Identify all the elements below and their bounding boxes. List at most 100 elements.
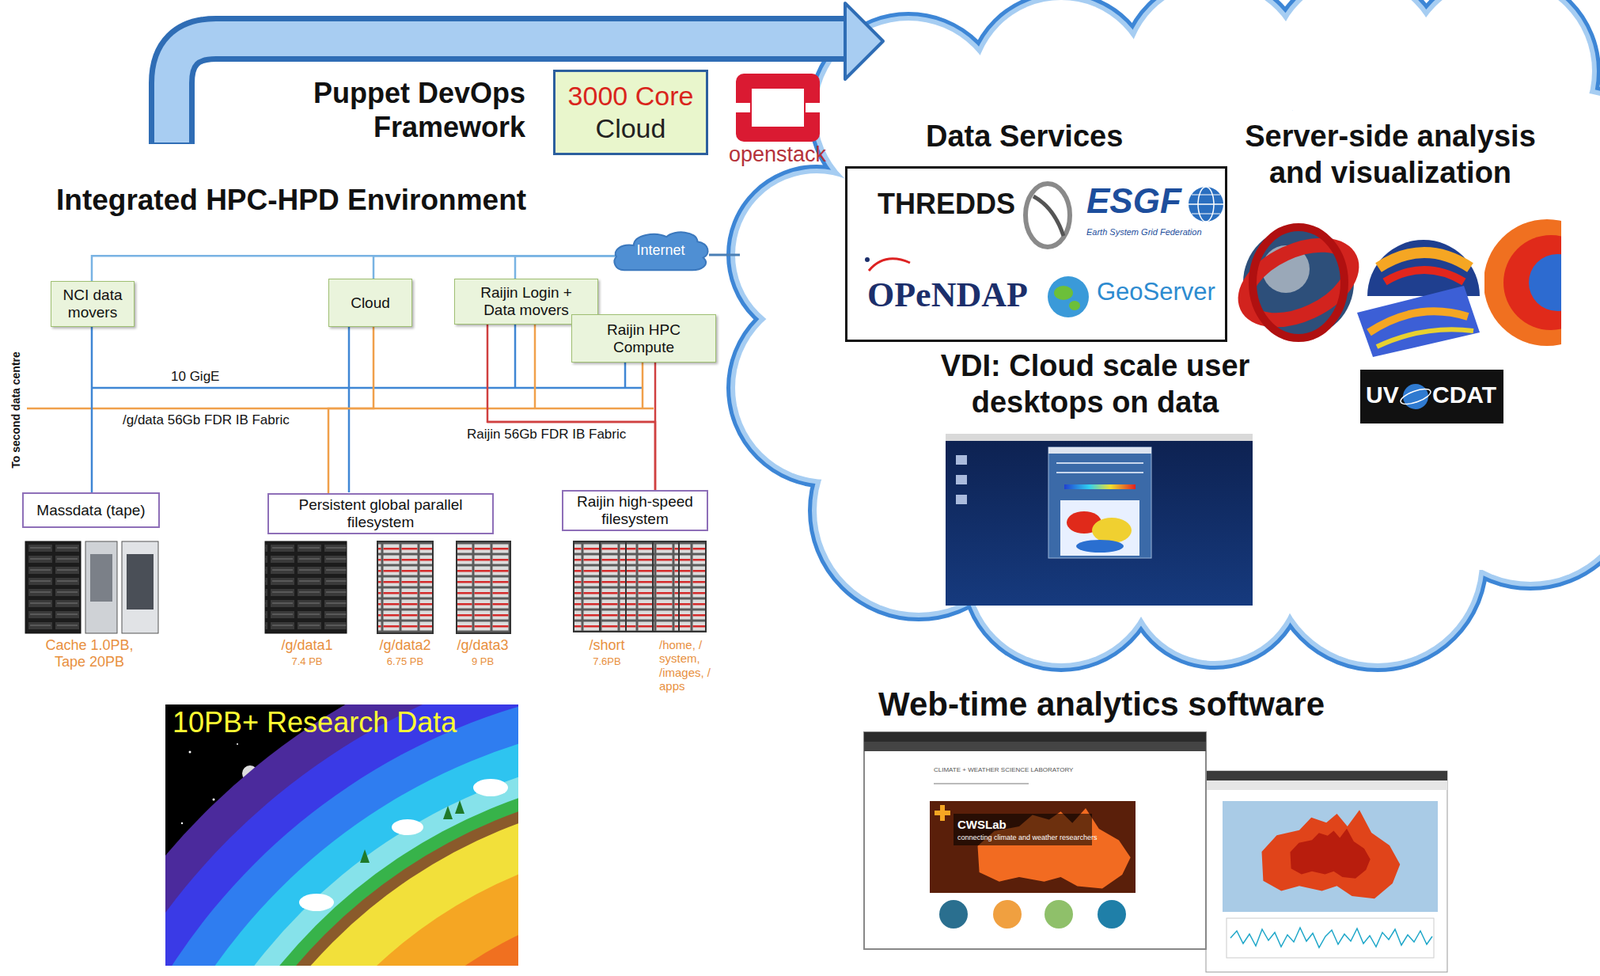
section-heading: Data Services — [925, 119, 1123, 154]
web-screenshot — [1205, 770, 1448, 972]
visualization-images — [1503, 235, 1562, 330]
data-service-logos — [1191, 212, 1221, 214]
data-service-logos — [1054, 285, 1073, 300]
web-screenshot — [933, 782, 1029, 785]
screenshot-text: CLIMATE + WEATHER SCIENCE LABORATORY — [933, 765, 1073, 774]
section-heading: Integrated HPC-HPD Environment — [56, 183, 527, 217]
network-bus — [91, 386, 643, 390]
research-data-picture — [348, 957, 519, 966]
volume-label: /g/data2 — [365, 636, 445, 654]
network-box: NCI data movers — [50, 280, 135, 327]
logo-label: openstack — [728, 142, 827, 167]
research-data-picture — [443, 805, 453, 819]
research-data-picture — [165, 767, 519, 966]
research-data-picture — [360, 849, 370, 863]
storage-racks — [85, 541, 118, 634]
storage-racks — [377, 541, 433, 634]
capacity-label: 7.6PB — [567, 655, 647, 668]
web-screenshot — [1222, 800, 1438, 912]
web-screenshot — [1262, 809, 1401, 899]
web-screenshot — [1205, 770, 1448, 781]
research-data-picture — [165, 716, 519, 966]
section-heading: Web-time analytics software — [878, 685, 1325, 724]
vdi-screenshot — [945, 433, 1253, 606]
visualization-images — [1399, 386, 1433, 408]
capacity-label: Cache 1.0PB, Tape 20PB — [37, 636, 141, 670]
network-bus — [514, 324, 517, 388]
web-screenshot — [929, 800, 1136, 893]
storage-racks — [25, 541, 81, 634]
logo-text: UV — [1365, 381, 1400, 409]
visualization-images — [1378, 252, 1471, 268]
logo-text: OPeNDAP — [867, 274, 1028, 315]
data-service-logos — [1025, 183, 1070, 247]
box-text: Cloud — [350, 294, 391, 312]
visualization-images — [1384, 269, 1464, 282]
data-service-logos — [864, 257, 870, 262]
picture-caption: 10PB+ Research Data — [172, 705, 457, 740]
network-bus — [641, 362, 645, 409]
research-data-picture — [473, 778, 509, 797]
research-data-picture — [165, 704, 519, 966]
research-data-picture — [236, 743, 239, 745]
web-screenshot — [1044, 899, 1073, 929]
web-screenshot — [1290, 828, 1371, 879]
web-screenshot — [864, 741, 1206, 751]
research-data-picture — [170, 780, 519, 966]
openstack-logo — [805, 102, 823, 113]
research-data-picture — [165, 704, 519, 966]
volume-label: /g/data3 — [443, 636, 523, 654]
vdi-screenshot — [1048, 447, 1152, 454]
devops-arrow — [171, 3, 884, 145]
web-screenshot — [1230, 927, 1433, 948]
data-service-logos — [1188, 203, 1224, 205]
network-label: /g/data 56Gb FDR IB Fabric — [122, 412, 290, 429]
storage-racks — [25, 541, 706, 634]
volume-label: /short — [567, 636, 647, 654]
storage-racks — [121, 541, 159, 634]
volume-label: /home, / system, /images, / apps — [659, 637, 731, 693]
cloud-capacity-box: 3000 CoreCloud — [553, 69, 709, 156]
web-screenshot — [939, 899, 968, 929]
visualization-images — [1252, 227, 1345, 338]
vdi-screenshot — [955, 494, 967, 505]
vdi-screenshot — [955, 454, 967, 465]
storage-racks — [126, 553, 154, 610]
research-data-picture — [181, 791, 519, 966]
storage-box: Raijin high-speed filesystem — [561, 489, 709, 531]
storage-racks — [456, 541, 511, 634]
capacity-text: 3000 Core — [568, 79, 694, 113]
openstack-logo — [732, 73, 823, 142]
visualization-images — [1484, 219, 1562, 346]
openstack-logo — [732, 102, 751, 113]
screenshot-text: connecting climate and weather researche… — [957, 833, 1098, 842]
vdi-screenshot — [945, 433, 1253, 606]
research-data-picture — [181, 822, 183, 824]
network-link — [373, 255, 618, 279]
network-bus — [348, 326, 351, 493]
network-link — [515, 255, 618, 279]
data-service-logos — [1188, 186, 1224, 222]
internet-cloud: Internet — [612, 226, 710, 274]
network-link — [90, 326, 94, 493]
visualization-images — [1233, 219, 1600, 424]
web-screenshot — [940, 804, 945, 821]
research-data-picture — [189, 750, 192, 754]
storage-racks — [678, 541, 680, 632]
box-text: Persistent global parallel filesystem — [275, 496, 486, 531]
box-text: NCI data movers — [60, 286, 125, 322]
network-link — [91, 255, 618, 281]
network-box: Raijin HPC Compute — [571, 314, 717, 363]
network-box: Cloud — [328, 278, 413, 327]
section-heading: Server-side analysis and visualization — [1224, 118, 1557, 191]
vdi-screenshot — [1076, 539, 1124, 553]
vdi-screenshot — [1048, 447, 1152, 558]
data-services-box: Data ServicesTHREDDSESGFEarth System Gri… — [845, 166, 1228, 342]
capacity-label: 9 PB — [443, 655, 523, 668]
data-service-logos — [1033, 196, 1064, 236]
cloud-outline — [735, 0, 1600, 664]
openstack-logo — [751, 88, 804, 127]
data-service-logos — [1191, 193, 1221, 195]
network-bus — [624, 362, 627, 388]
visualization-images — [1402, 383, 1429, 410]
